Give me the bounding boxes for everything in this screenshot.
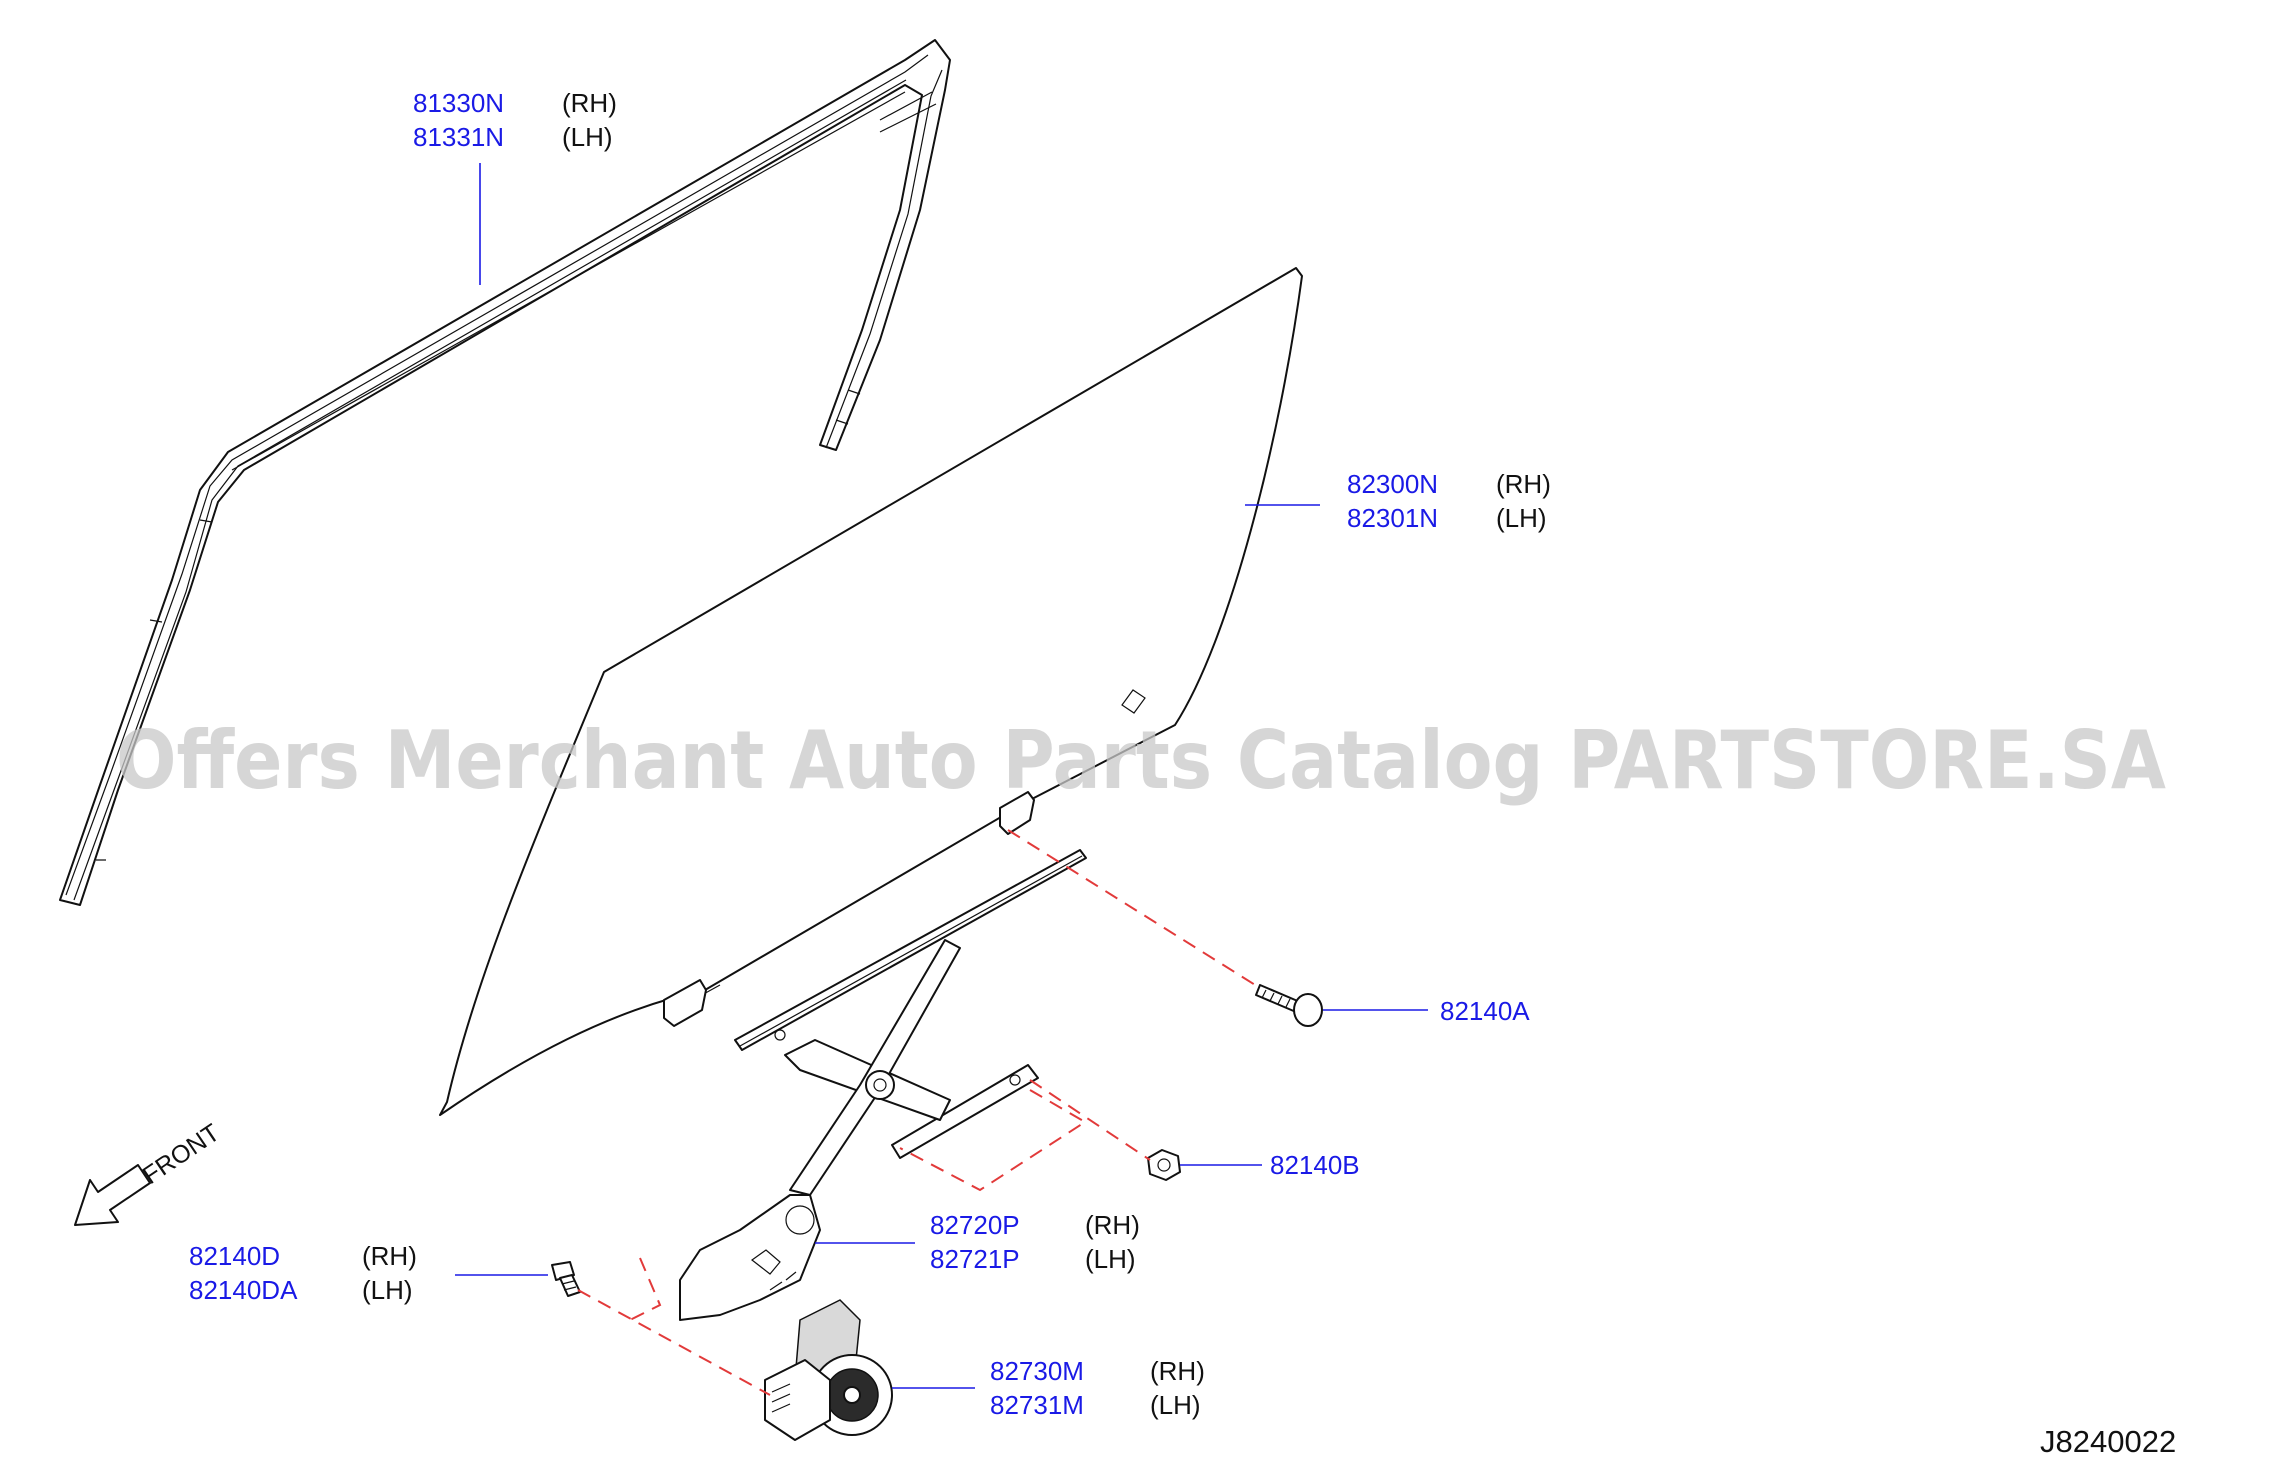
callout-sash: 81330N (RH) 81331N (LH): [413, 88, 617, 152]
nut-82140b[interactable]: [1147, 1149, 1181, 1181]
part-number-82730m[interactable]: 82730M: [990, 1356, 1084, 1386]
part-number-81330n[interactable]: 81330N: [413, 88, 504, 118]
front-arrow-icon: [74, 1164, 151, 1226]
callout-bolt-d: 82140D (RH) 82140DA (LH): [189, 1241, 417, 1305]
glass-clip-lower: [663, 979, 707, 1027]
side-label-lh: (LH): [362, 1275, 413, 1305]
glass-clip-upper: [999, 791, 1035, 835]
assembly-line-bolt-d: [577, 1257, 771, 1396]
part-number-81331n[interactable]: 81331N: [413, 122, 504, 152]
watermark: Offers Merchant Auto Parts Catalog PARTS…: [116, 714, 2166, 807]
side-label-rh: (RH): [1150, 1356, 1205, 1386]
front-arrow: FRONT: [74, 1119, 225, 1226]
callout-regulator: 82720P (RH) 82721P (LH): [930, 1210, 1140, 1274]
side-label-rh: (RH): [1085, 1210, 1140, 1240]
diagram-id: J8240022: [2040, 1424, 2176, 1459]
side-label-rh: (RH): [362, 1241, 417, 1271]
part-number-82731m[interactable]: 82731M: [990, 1390, 1084, 1420]
part-number-82721p[interactable]: 82721P: [930, 1244, 1020, 1274]
callout-motor: 82730M (RH) 82731M (LH): [990, 1356, 1205, 1420]
bolt-82140a[interactable]: [1255, 984, 1323, 1027]
regulator-motor[interactable]: [764, 1299, 893, 1441]
side-label-lh: (LH): [562, 122, 613, 152]
bolt-82140d[interactable]: [551, 1261, 581, 1297]
door-sash-frame[interactable]: [59, 39, 951, 906]
side-label-lh: (LH): [1150, 1390, 1201, 1420]
window-regulator[interactable]: [679, 849, 1087, 1321]
part-number-82140d[interactable]: 82140D: [189, 1241, 280, 1271]
part-number-82301n[interactable]: 82301N: [1347, 503, 1438, 533]
part-number-82140b[interactable]: 82140B: [1270, 1150, 1360, 1180]
part-number-82720p[interactable]: 82720P: [930, 1210, 1020, 1240]
side-label-lh: (LH): [1085, 1244, 1136, 1274]
side-label-rh: (RH): [562, 88, 617, 118]
front-label: FRONT: [138, 1119, 225, 1190]
assembly-line-nut-b: [899, 1079, 1151, 1192]
part-number-82140da[interactable]: 82140DA: [189, 1275, 298, 1305]
part-number-82300n[interactable]: 82300N: [1347, 469, 1438, 499]
door-glass[interactable]: [439, 267, 1303, 1116]
assembly-line-bolt-a: [1007, 829, 1261, 989]
callout-glass: 82300N (RH) 82301N (LH): [1347, 469, 1551, 533]
side-label-lh: (LH): [1496, 503, 1547, 533]
part-number-82140a[interactable]: 82140A: [1440, 996, 1530, 1026]
side-label-rh: (RH): [1496, 469, 1551, 499]
